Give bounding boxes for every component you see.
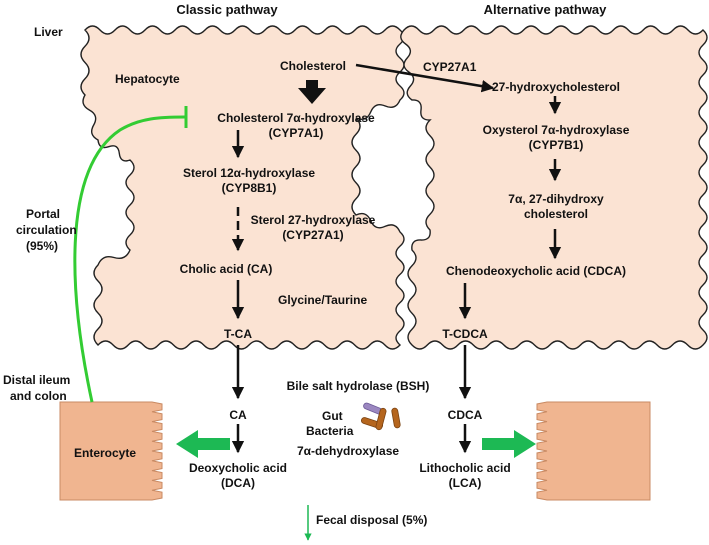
arrow-cholesterol-to-27oh bbox=[355, 63, 495, 93]
enterocyte-label: Enterocyte bbox=[74, 446, 136, 460]
hydroxycholesterol-label: 27-hydroxycholesterol bbox=[492, 80, 620, 94]
tca-label: T-CA bbox=[224, 327, 252, 341]
distal-label-2: and colon bbox=[10, 389, 67, 403]
cyp7a1-name: Cholesterol 7α-hydroxylase bbox=[217, 111, 375, 125]
portal-label-3: (95%) bbox=[26, 239, 58, 253]
cholic-acid-label: Cholic acid (CA) bbox=[180, 262, 273, 276]
cholesterol-label: Cholesterol bbox=[280, 59, 346, 73]
cyp27-classic-name: Sterol 27-hydroxylase bbox=[251, 213, 376, 227]
portal-feedback-line bbox=[73, 115, 186, 403]
gut-label: Gut bbox=[322, 409, 343, 423]
fecal-disposal-label: Fecal disposal (5%) bbox=[316, 513, 427, 527]
dehydroxylase-label: 7α-dehydroxylase bbox=[297, 444, 399, 458]
liver-label: Liver bbox=[34, 25, 63, 39]
cyp8b1-name: Sterol 12α-hydroxylase bbox=[183, 166, 315, 180]
cyp7b1-gene: (CYP7B1) bbox=[529, 138, 584, 152]
hepatocyte-cell-classic bbox=[80, 25, 405, 350]
cyp8b1-gene: (CYP8B1) bbox=[222, 181, 277, 195]
cyp7a1-gene: (CYP7A1) bbox=[269, 126, 324, 140]
gut-bacteria-icon bbox=[360, 402, 401, 431]
cyp27a1-label: CYP27A1 bbox=[423, 60, 477, 74]
lca-abbr: (LCA) bbox=[449, 476, 482, 490]
cdca-full-label: Chenodeoxycholic acid (CDCA) bbox=[446, 264, 626, 278]
dihydroxy-line1: 7α, 27-dihydroxy bbox=[508, 192, 604, 206]
enterocyte-cell-right bbox=[536, 401, 651, 501]
cholesterol-main-arrow bbox=[298, 80, 326, 104]
dca-abbr: (DCA) bbox=[221, 476, 255, 490]
bacteria-label: Bacteria bbox=[306, 424, 354, 438]
portal-label-1: Portal bbox=[26, 207, 60, 221]
distal-label-1: Distal ileum bbox=[3, 373, 70, 387]
lca-name: Lithocholic acid bbox=[419, 461, 510, 475]
dca-name: Deoxycholic acid bbox=[189, 461, 287, 475]
tcdca-label: T-CDCA bbox=[442, 327, 488, 341]
heading-alternative-pathway: Alternative pathway bbox=[484, 2, 608, 17]
dihydroxy-line2: cholesterol bbox=[524, 207, 588, 221]
cdca-label: CDCA bbox=[448, 408, 483, 422]
enterocyte-cell-left bbox=[59, 401, 163, 501]
cyp27-classic-gene: (CYP27A1) bbox=[282, 228, 343, 242]
glycine-taurine-label: Glycine/Taurine bbox=[278, 293, 367, 307]
hepatocyte-label: Hepatocyte bbox=[115, 72, 180, 86]
cyp7b1-name: Oxysterol 7α-hydroxylase bbox=[483, 123, 630, 137]
export-arrow-right bbox=[482, 430, 536, 458]
portal-label-2: circulation bbox=[16, 223, 77, 237]
export-arrow-left bbox=[176, 430, 230, 458]
ca-label: CA bbox=[229, 408, 247, 422]
bsh-label: Bile salt hydrolase (BSH) bbox=[287, 379, 430, 393]
hepatocyte-cell-alternative bbox=[400, 25, 708, 350]
heading-classic-pathway: Classic pathway bbox=[176, 2, 278, 17]
